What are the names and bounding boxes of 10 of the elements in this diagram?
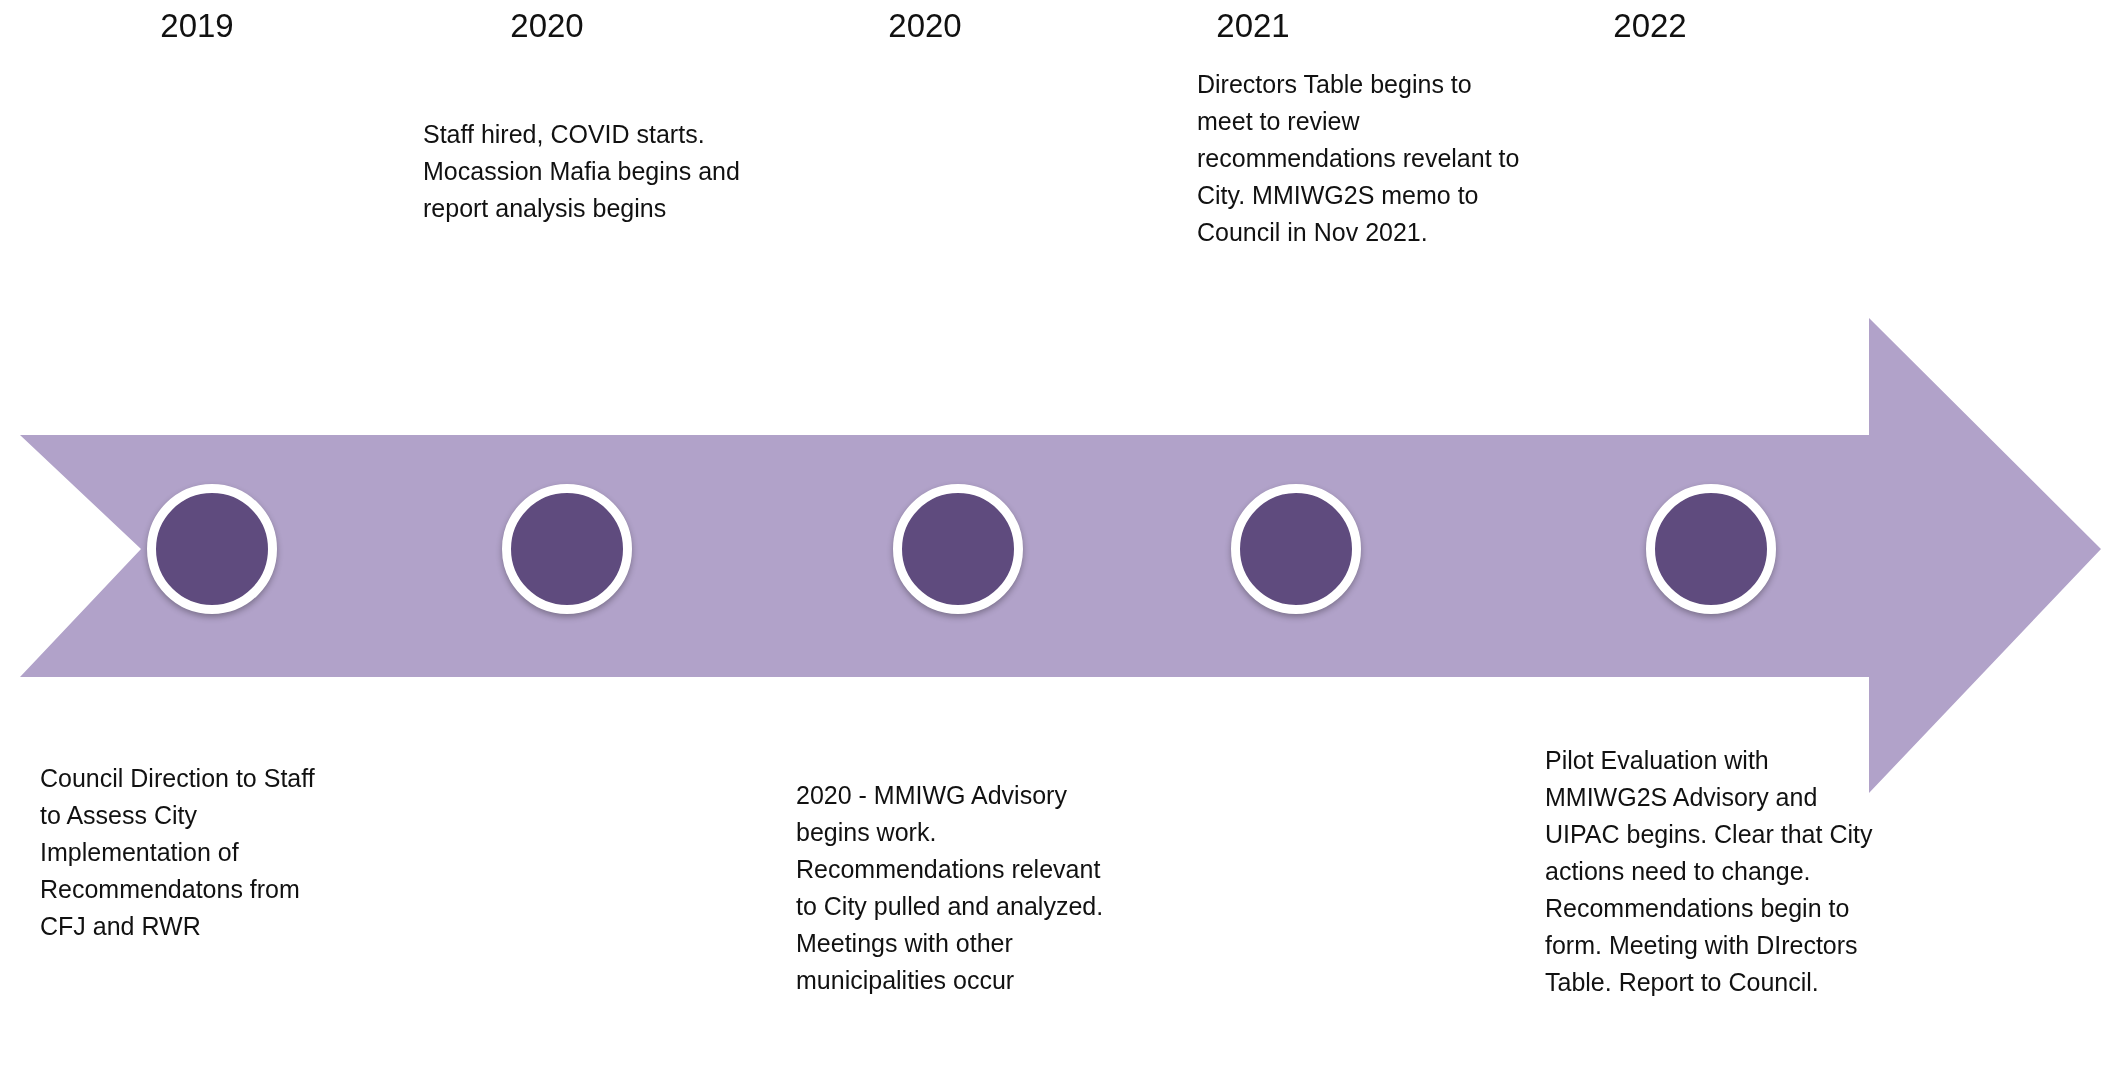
year-label: 2020: [509, 6, 585, 46]
milestone-description: 2020 - MMIWG Advisory begins work. Recommendations relevant to City pulled and analyzed. Meetings with other municipalities occur: [796, 780, 1105, 996]
milestone-description: Pilot Evaluation with MMIWG2S Advisory and UIPAC begins. Clear that City actions need to change. Recommendations begin to form. Meeting with DIrectors Table. Report to Council.: [1545, 745, 1874, 998]
year-label: 2019: [159, 6, 235, 46]
milestone-description: Council Direction to Staff to Assess City Implementation of Recommendatons from CFJ and RWR: [40, 763, 316, 942]
year-label: 2021: [1215, 6, 1291, 46]
year-label: 2022: [1612, 6, 1688, 46]
milestone-description: Directors Table begins to meet to review recommendations revelant to City. MMIWG2S memo to Council in Nov 2021.: [1197, 69, 1521, 248]
year-label: 2020: [887, 6, 963, 46]
milestone-description: Staff hired, COVID starts. Mocassion Mafia begins and report analysis begins: [423, 119, 741, 224]
